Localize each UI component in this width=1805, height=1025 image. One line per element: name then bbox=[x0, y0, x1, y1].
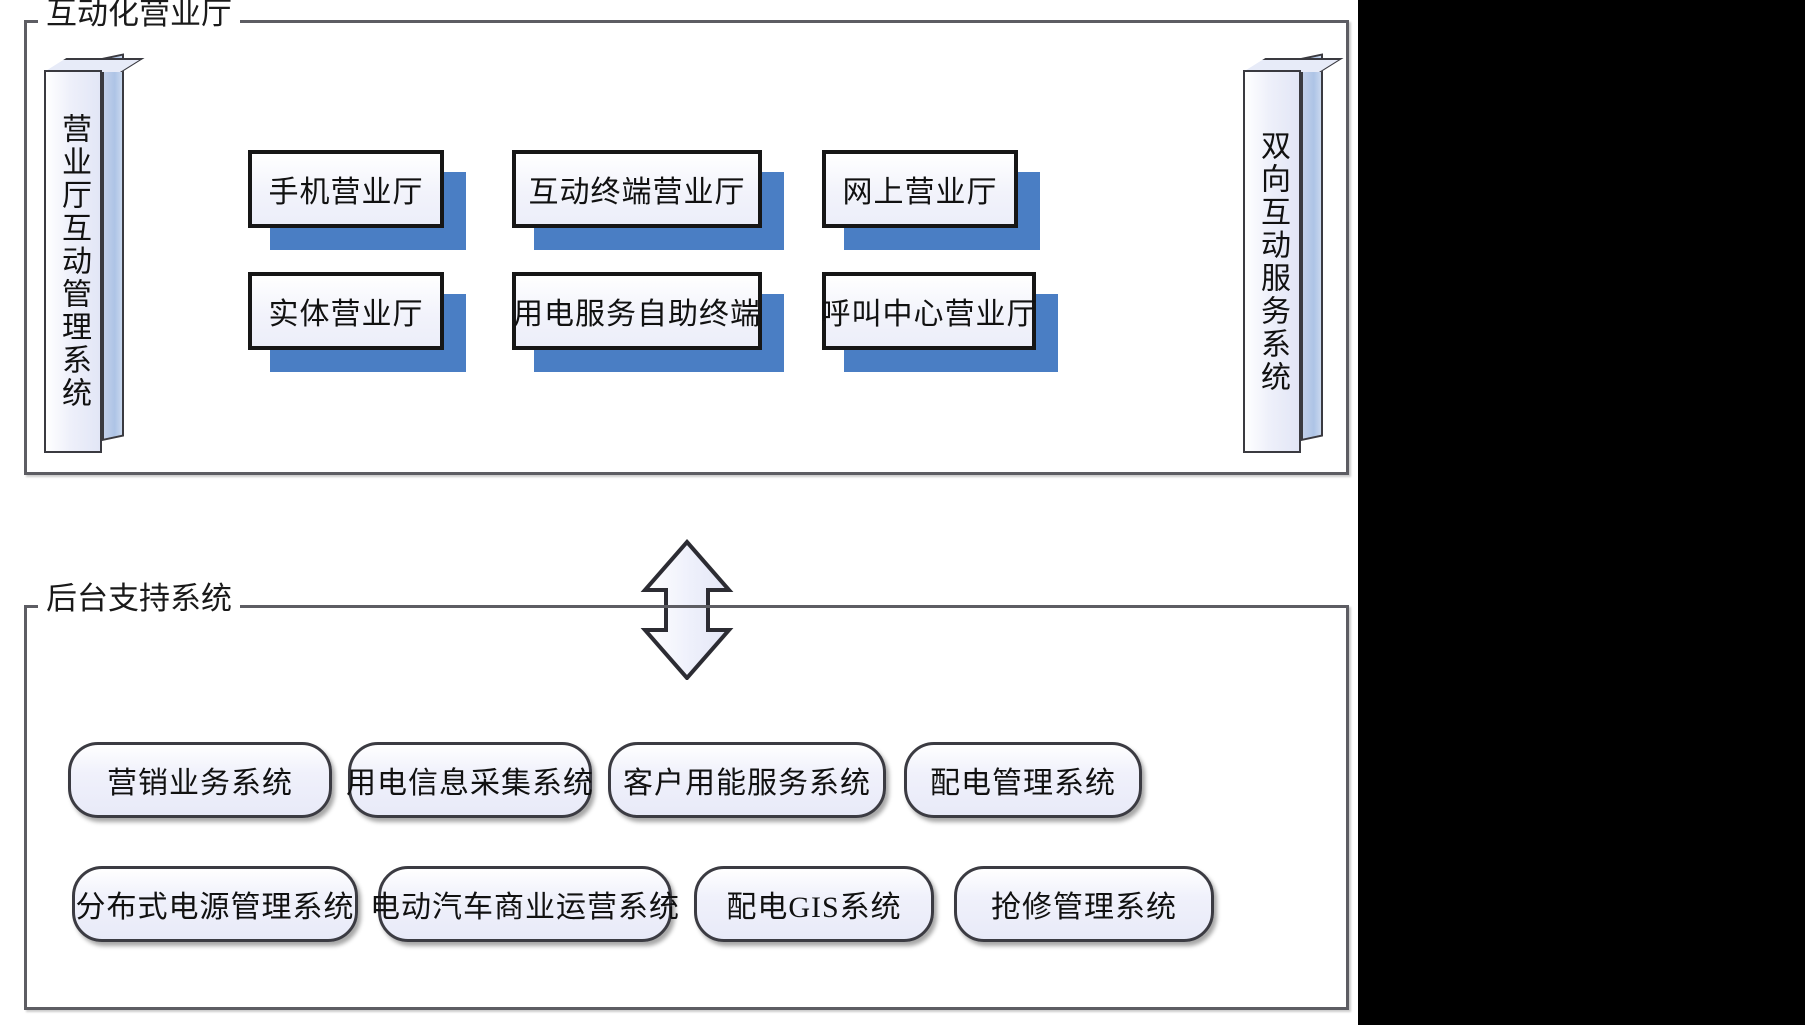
channel-box-label: 用电服务自助终端 bbox=[512, 272, 762, 350]
bottom-group-frame bbox=[24, 605, 1349, 1010]
right-pillar-label: 双向互动服务系统 bbox=[1256, 129, 1289, 394]
left-pillar-label: 营业厅互动管理系统 bbox=[57, 113, 90, 410]
backend-system-distributed-generation[interactable]: 分布式电源管理系统 bbox=[72, 866, 358, 942]
backend-system-emergency-repair[interactable]: 抢修管理系统 bbox=[954, 866, 1214, 942]
channel-box-label: 手机营业厅 bbox=[248, 150, 444, 228]
left-pillar-box: 营业厅互动管理系统 bbox=[44, 53, 145, 453]
channel-box-label: 互动终端营业厅 bbox=[512, 150, 762, 228]
left-pillar-side-face bbox=[102, 53, 124, 441]
backend-system-power-info-collection[interactable]: 用电信息采集系统 bbox=[346, 742, 593, 818]
channel-box-label: 网上营业厅 bbox=[822, 150, 1018, 228]
channel-box-interactive-terminal-hall[interactable]: 互动终端营业厅 bbox=[512, 150, 784, 250]
channel-box-call-center-hall[interactable]: 呼叫中心营业厅 bbox=[821, 272, 1058, 372]
left-pillar-front-face bbox=[44, 70, 102, 453]
channel-box-physical-hall[interactable]: 实体营业厅 bbox=[248, 272, 466, 372]
right-pillar-box: 双向互动服务系统 bbox=[1243, 53, 1344, 453]
top-group-title: 互动化营业厅 bbox=[38, 0, 240, 31]
top-group-frame bbox=[24, 20, 1349, 475]
right-pillar-front-face bbox=[1243, 70, 1301, 453]
channel-box-self-service-terminal[interactable]: 用电服务自助终端 bbox=[512, 272, 784, 372]
channel-box-label: 呼叫中心营业厅 bbox=[821, 272, 1037, 350]
backend-system-distribution-gis[interactable]: 配电GIS系统 bbox=[694, 866, 934, 942]
right-pillar-side-face bbox=[1301, 53, 1323, 441]
channel-box-label: 实体营业厅 bbox=[248, 272, 444, 350]
bidirectional-arrow-icon bbox=[632, 470, 742, 682]
backend-system-distribution-management[interactable]: 配电管理系统 bbox=[904, 742, 1142, 818]
backend-system-ev-commercial-operation[interactable]: 电动汽车商业运营系统 bbox=[370, 866, 679, 942]
channel-box-online-hall[interactable]: 网上营业厅 bbox=[822, 150, 1040, 250]
bottom-group-title: 后台支持系统 bbox=[38, 582, 240, 616]
backend-system-customer-energy-service[interactable]: 客户用能服务系统 bbox=[608, 742, 886, 818]
channel-box-mobile-hall[interactable]: 手机营业厅 bbox=[248, 150, 466, 250]
backend-system-marketing[interactable]: 营销业务系统 bbox=[68, 742, 332, 818]
